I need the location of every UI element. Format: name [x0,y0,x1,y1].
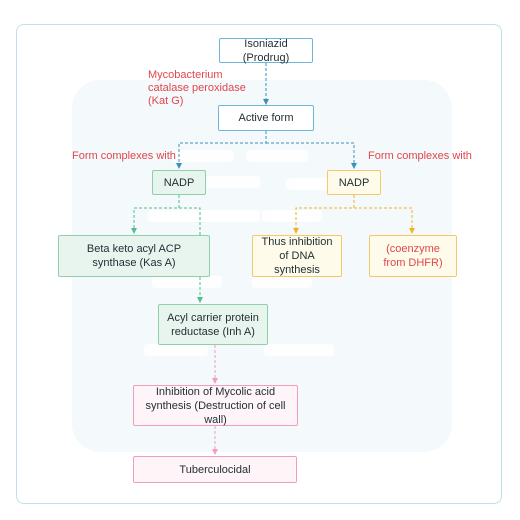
arrow-active-to-nadp-left [176,131,267,169]
bg-block [152,276,222,288]
node-inh-a: Acyl carrier protein reductase (Inh A) [158,304,268,345]
node-dna-inhibition: Thus inhibition of DNA synthesis [252,235,342,277]
node-mycolic: Inhibition of Mycolic acid synthesis (De… [133,385,298,426]
bg-block [264,344,334,356]
bg-block [172,150,234,162]
node-nadp-left: NADP [152,170,206,195]
node-kas-a: Beta keto acyl ACP synthase (Kas A) [58,235,210,277]
node-active-form: Active form [218,105,314,131]
node-coenzyme: (coenzyme from DHFR) [369,235,457,277]
node-tuberculocidal: Tuberculocidal [133,456,297,483]
complex-label-left: Form complexes with [72,150,176,162]
complex-label-right: Form complexes with [368,150,472,162]
bg-block [148,210,260,222]
arrow-active-to-nadp-right [266,142,357,169]
node-nadp-right: NADP [327,170,381,195]
bg-block [252,276,312,288]
bg-block [200,176,260,188]
arrow-nadp-to-kasa [131,195,180,234]
arrow-nadp-to-dna [293,195,355,234]
arrow-nadp-to-coenzyme [354,207,415,234]
bg-block [246,150,308,162]
bg-block [262,210,322,222]
node-isoniazid: Isoniazid (Prodrug) [219,38,313,64]
katg-label: Mycobacterium catalase peroxidase (Kat G… [148,69,246,107]
bg-block [144,344,208,356]
